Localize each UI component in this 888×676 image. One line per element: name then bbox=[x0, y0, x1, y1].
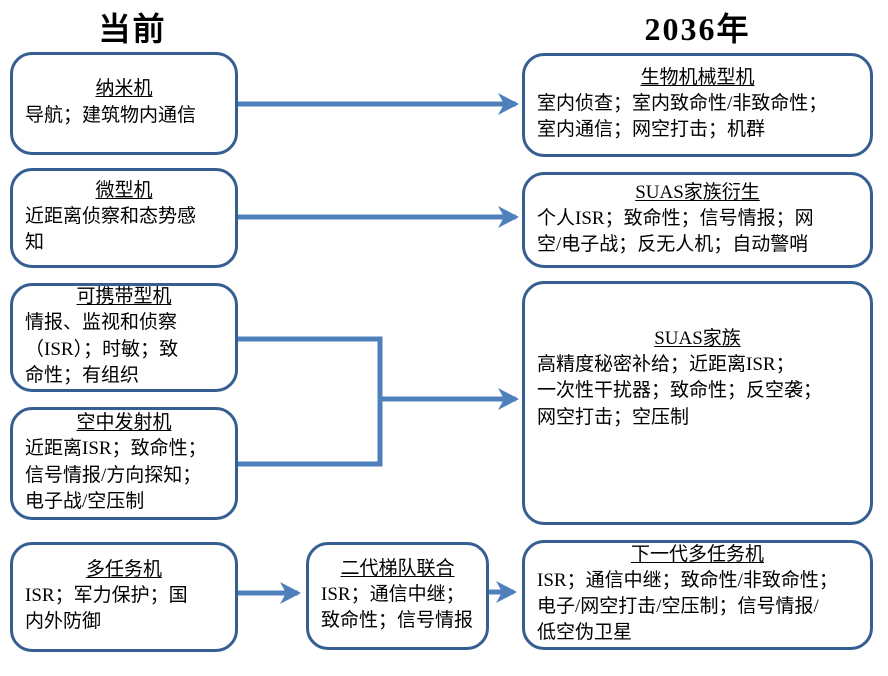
box-portable: 可携带型机 情报、监视和侦察 （ISR）；时敏；致 命性；有组织 bbox=[10, 283, 238, 392]
box-portable-body: 情报、监视和侦察 （ISR）；时敏；致 命性；有组织 bbox=[25, 312, 179, 386]
column-header-current: 当前 bbox=[98, 11, 167, 47]
box-nano-body: 导航；建筑物内通信 bbox=[25, 104, 197, 126]
box-biomechanical-title: 生物机械型机 bbox=[640, 66, 755, 88]
box-second-echelon-title: 二代梯队联合 bbox=[340, 557, 455, 579]
box-suas-family-title: SUAS家族 bbox=[654, 328, 741, 349]
box-multi-mission-body: ISR；军力保护；国 内外防御 bbox=[25, 584, 188, 633]
box-biomechanical: 生物机械型机 室内侦查；室内致命性/非致命性； 室内通信；网空打击；机群 bbox=[522, 53, 873, 157]
box-portable-title: 可携带型机 bbox=[76, 286, 172, 308]
box-nano: 纳米机 导航；建筑物内通信 bbox=[10, 52, 238, 155]
box-next-gen-body: ISR；通信中继；致命性/非致命性； 电子/网空打击/空压制；信号情报/ 低空伪… bbox=[537, 569, 838, 644]
box-multi-mission: 多任务机 ISR；军力保护；国 内外防御 bbox=[10, 542, 238, 652]
box-next-gen: 下一代多任务机 ISR；通信中继；致命性/非致命性； 电子/网空打击/空压制；信… bbox=[522, 540, 873, 650]
column-header-2036: 2036年 bbox=[644, 11, 751, 47]
box-suas-family-body: 高精度秘密补给；近距离ISR； 一次性干扰器；致命性；反空袭； 网空打击；空压制 bbox=[537, 354, 823, 428]
box-air-launched: 空中发射机 近距离ISR；致命性； 信号情报/方向探知； 电子战/空压制 bbox=[10, 407, 238, 520]
box-micro-title: 微型机 bbox=[95, 179, 153, 201]
box-next-gen-title: 下一代多任务机 bbox=[630, 543, 764, 565]
box-second-echelon-body: ISR；通信中继； 致命性；信号情报 bbox=[321, 583, 474, 632]
box-air-launched-title: 空中发射机 bbox=[76, 412, 172, 434]
box-micro-body: 近距离侦察和态势感 知 bbox=[25, 205, 197, 254]
box-suas-derived-body: 个人ISR；致命性；信号情报；网 空/电子战；反无人机；自动警哨 bbox=[537, 207, 814, 256]
box-biomechanical-body: 室内侦查；室内致命性/非致命性； 室内通信；网空打击；机群 bbox=[537, 92, 828, 141]
box-micro: 微型机 近距离侦察和态势感 知 bbox=[10, 168, 238, 268]
box-air-launched-body: 近距离ISR；致命性； 信号情报/方向探知； 电子战/空压制 bbox=[25, 438, 207, 512]
box-suas-derived: SUAS家族衍生 个人ISR；致命性；信号情报；网 空/电子战；反无人机；自动警… bbox=[522, 172, 873, 268]
bracket-portable-air-merge bbox=[238, 336, 383, 467]
box-multi-mission-title: 多任务机 bbox=[85, 558, 162, 580]
box-suas-family: SUAS家族 高精度秘密补给；近距离ISR； 一次性干扰器；致命性；反空袭； 网… bbox=[522, 281, 873, 525]
box-nano-title: 纳米机 bbox=[95, 78, 153, 100]
box-second-echelon: 二代梯队联合 ISR；通信中继； 致命性；信号情报 bbox=[306, 542, 489, 650]
box-suas-derived-title: SUAS家族衍生 bbox=[635, 181, 760, 203]
